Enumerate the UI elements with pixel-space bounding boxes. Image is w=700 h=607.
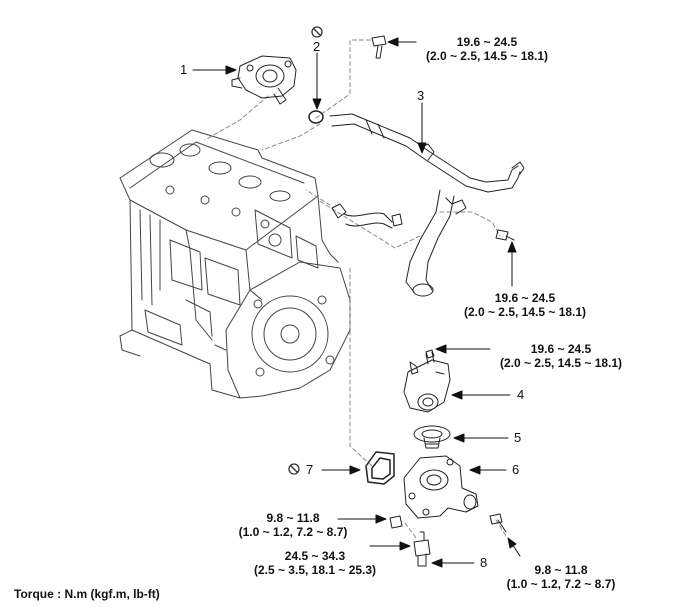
torque-alt-units: (2.5 ~ 3.5, 18.1 ~ 25.3) bbox=[253, 563, 377, 577]
assembly-guide-lines bbox=[204, 39, 507, 539]
torque-spec-right-bolt: 9.8 ~ 11.8 (1.0 ~ 1.2, 7.2 ~ 8.7) bbox=[496, 563, 626, 591]
torque-units-footnote: Torque : N.m (kgf.m, lb-ft) bbox=[14, 587, 160, 601]
small-bolt-left bbox=[389, 515, 403, 529]
part-8-temperature-sensor bbox=[413, 531, 431, 567]
torque-nm: 9.8 ~ 11.8 bbox=[266, 511, 320, 525]
housing-bolt bbox=[425, 349, 435, 359]
part-1-water-inlet bbox=[231, 55, 297, 105]
part-4-thermostat-housing bbox=[403, 351, 451, 413]
torque-alt-units: (2.0 ~ 2.5, 14.5 ~ 18.1) bbox=[463, 305, 587, 319]
callout-1: 1 bbox=[180, 62, 188, 77]
torque-nm: 19.6 ~ 24.5 bbox=[530, 342, 592, 356]
leader-arrows bbox=[192, 37, 521, 568]
torque-nm: 19.6 ~ 24.5 bbox=[494, 291, 556, 305]
callout-4: 4 bbox=[517, 387, 525, 402]
callout-7: 7 bbox=[306, 462, 314, 477]
part-3-water-pipe bbox=[329, 113, 525, 297]
callout-6: 6 bbox=[512, 462, 520, 477]
pipe-bolt bbox=[495, 229, 515, 241]
part-5-thermostat bbox=[413, 425, 451, 449]
top-bolt bbox=[371, 35, 387, 59]
part-6-water-outlet-fitting bbox=[403, 455, 479, 519]
torque-nm: 19.6 ~ 24.5 bbox=[456, 35, 518, 49]
bolt-right bbox=[489, 513, 507, 533]
torque-spec-left-bolt: 9.8 ~ 11.8 (1.0 ~ 1.2, 7.2 ~ 8.7) bbox=[238, 511, 348, 539]
callout-2: 2 bbox=[313, 39, 321, 54]
torque-spec-top-bolt: 19.6 ~ 24.5 (2.0 ~ 2.5, 14.5 ~ 18.1) bbox=[412, 35, 562, 63]
callout-8: 8 bbox=[480, 555, 488, 570]
prohibition-circle-icon bbox=[288, 463, 300, 475]
callout-5: 5 bbox=[514, 430, 522, 445]
part-2-o-ring bbox=[308, 110, 324, 124]
torque-alt-units: (1.0 ~ 1.2, 7.2 ~ 8.7) bbox=[238, 525, 348, 539]
part-7-gasket bbox=[365, 451, 395, 485]
engine-block bbox=[119, 129, 351, 399]
torque-nm: 24.5 ~ 34.3 bbox=[284, 549, 346, 563]
torque-alt-units: (2.0 ~ 2.5, 14.5 ~ 18.1) bbox=[499, 356, 623, 370]
torque-nm: 9.8 ~ 11.8 bbox=[534, 563, 588, 577]
torque-alt-units: (1.0 ~ 1.2, 7.2 ~ 8.7) bbox=[506, 577, 616, 591]
torque-spec-sensor: 24.5 ~ 34.3 (2.5 ~ 3.5, 18.1 ~ 25.3) bbox=[250, 549, 380, 577]
torque-spec-housing-bolt: 19.6 ~ 24.5 (2.0 ~ 2.5, 14.5 ~ 18.1) bbox=[486, 342, 636, 370]
prohibition-circle-icon bbox=[311, 26, 323, 38]
callout-3: 3 bbox=[417, 88, 425, 103]
torque-alt-units: (2.0 ~ 2.5, 14.5 ~ 18.1) bbox=[425, 49, 549, 63]
torque-spec-pipe-bolt: 19.6 ~ 24.5 (2.0 ~ 2.5, 14.5 ~ 18.1) bbox=[450, 291, 600, 319]
